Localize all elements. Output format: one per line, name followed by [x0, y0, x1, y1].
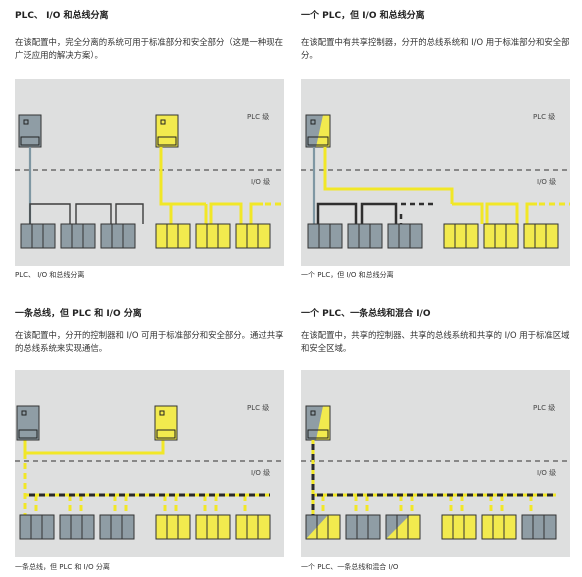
- panel-caption: 一个 PLC、一条总线和混合 I/O: [301, 563, 399, 571]
- diagram-one-plc: PLC 级 I/O 级: [301, 79, 570, 266]
- safety-plc: [154, 405, 178, 441]
- plc-level-label: PLC 级: [247, 112, 269, 121]
- panel-title: 一条总线，但 PLC 和 I/O 分离: [15, 309, 142, 319]
- panel-description: 在该配置中有共享控制器，分开的总线系统和 I/O 用于标准部分和安全部分。: [301, 37, 570, 60]
- standard-io-modules: [307, 223, 423, 249]
- panel-caption: 一个 PLC，但 I/O 和总线分离: [301, 271, 394, 279]
- shared-bus: [25, 440, 165, 455]
- safety-io-modules: [155, 223, 271, 249]
- diagram-one-bus: PLC 级 I/O 级: [15, 370, 284, 557]
- plc-led-icon: [310, 410, 316, 416]
- safety-bus: [323, 147, 537, 224]
- standard-bus: [316, 202, 398, 224]
- diagram-mixed-io: PLC 级 I/O 级: [301, 370, 570, 557]
- panel-title: 一个 PLC，但 I/O 和总线分离: [301, 11, 425, 21]
- io-level-label: I/O 级: [537, 468, 556, 477]
- safety-io-modules: [155, 514, 271, 540]
- panel-title: PLC、 I/O 和总线分离: [15, 11, 109, 21]
- standard-bus: [29, 203, 144, 224]
- panel-caption: PLC、 I/O 和总线分离: [15, 271, 85, 279]
- panel-description: 在该配置中，共享的控制器、共享的总线系统和共享的 I/O 用于标准区域和安全区域…: [301, 330, 570, 353]
- plc-led-icon: [310, 119, 316, 125]
- plc-level-label: PLC 级: [247, 403, 269, 412]
- plc-level-label: PLC 级: [533, 112, 555, 121]
- panel-description: 在该配置中，完全分离的系统可用于标准部分和安全部分（这是一种现在广泛应用的解决方…: [15, 37, 283, 60]
- shared-bus-io: [23, 453, 270, 515]
- standard-io-modules: [20, 223, 136, 249]
- plc-level-label: PLC 级: [533, 403, 555, 412]
- io-level-label: I/O 级: [251, 177, 270, 186]
- panel-description: 在该配置中，分开的控制器和 I/O 可用于标准部分和安全部分。通过共享的总线系统…: [15, 330, 284, 353]
- plc-led-icon: [160, 119, 166, 125]
- io-level-label: I/O 级: [537, 177, 556, 186]
- standard-plc: [16, 405, 40, 441]
- safety-io-modules: [443, 223, 559, 249]
- safety-bus: [159, 147, 263, 224]
- plc-led-icon: [23, 119, 29, 125]
- panel-caption: 一条总线，但 PLC 和 I/O 分离: [15, 563, 110, 571]
- io-level-label: I/O 级: [251, 468, 270, 477]
- safety-plc: [155, 114, 179, 148]
- plc-led-icon: [159, 410, 165, 416]
- standard-io-modules: [19, 514, 135, 540]
- diagram-separate: PLC 级 I/O 级: [15, 79, 284, 266]
- standard-plc: [18, 114, 42, 148]
- mixed-io-modules: [305, 514, 557, 540]
- panel-title: 一个 PLC、一条总线和混合 I/O: [301, 309, 431, 319]
- plc-led-icon: [21, 410, 27, 416]
- shared-bus: [311, 440, 556, 515]
